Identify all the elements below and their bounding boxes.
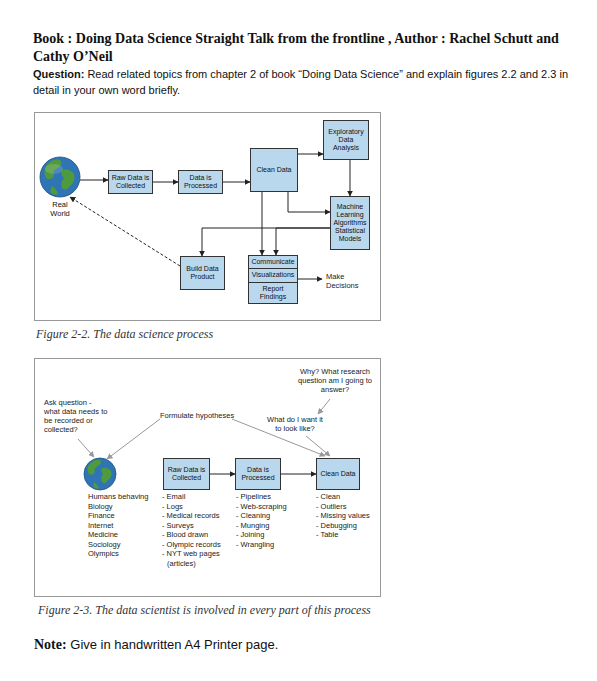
list-item: Medicine	[88, 530, 160, 540]
figure-frame	[35, 359, 381, 597]
list-item: Finance	[88, 511, 160, 521]
process-box: Clean Data	[316, 458, 360, 490]
label-group: - Email- Logs- Medical records- Surveys-…	[162, 492, 232, 568]
question-text: Read related topics from chapter 2 of bo…	[33, 68, 568, 96]
globe-illustration	[40, 157, 80, 197]
question-text: Question:	[33, 68, 84, 80]
list-item: - Joining	[236, 530, 310, 540]
node-label: Data is Processed	[237, 466, 279, 482]
flow-arrow	[262, 192, 263, 255]
flow-arrow	[223, 182, 250, 183]
list-item: - Cleaning	[236, 511, 310, 521]
node-label: Real World	[45, 201, 75, 218]
list-item: - Clean	[316, 492, 378, 502]
list-item: Sociology	[88, 540, 160, 550]
list-item: Olympics	[88, 549, 160, 559]
node-label: Exploratory Data Analysis	[325, 128, 367, 152]
node-label: Raw Data is Collected	[110, 174, 151, 190]
flow-arrow	[202, 228, 330, 256]
list-item: - Munging	[236, 521, 310, 531]
flow-arrow	[70, 197, 180, 266]
process-box: Raw Data is Collected	[108, 170, 153, 194]
node-label: Communicate	[249, 256, 297, 268]
flow-arrow	[288, 192, 330, 212]
list-item: - Logs	[162, 502, 232, 512]
label-group: Note: Give in handwritten A4 Printer pag…	[34, 636, 594, 654]
note-text: Give in handwritten A4 Printer page.	[70, 637, 278, 652]
label-group: What do I want it to look like?	[264, 415, 326, 433]
list-item: - Blood drawn	[162, 530, 232, 540]
list-item: - Surveys	[162, 521, 232, 531]
note-text: Note:	[34, 637, 67, 652]
list-item: - Missing values	[316, 511, 378, 521]
label-group: - Clean- Outliers- Missing values- Debug…	[316, 492, 378, 540]
node-label: Clean Data	[256, 166, 291, 174]
node-label: Raw Data is Collected	[165, 466, 208, 482]
node-label: Machine Learning Algorithms Statistical …	[332, 203, 368, 243]
leader-lines	[78, 399, 330, 459]
list-item: - Web-scraping	[236, 502, 310, 512]
figure-caption: Figure 2-2. The data science process	[36, 327, 536, 343]
label-group: Humans behavingBiologyFinanceInternetMed…	[88, 492, 160, 559]
figure-frame	[35, 113, 381, 321]
node-label: Visualizations	[249, 268, 297, 281]
list-item: - NYT web pages (articles)	[162, 549, 232, 568]
list-item: - Outliers	[316, 502, 378, 512]
process-box: Machine Learning Algorithms Statistical …	[330, 196, 370, 250]
flow-arrow	[281, 474, 316, 475]
node-label: Data is Processed	[180, 174, 221, 190]
callout-note: What do I want it to look like?	[264, 415, 326, 433]
list-item: - Debugging	[316, 521, 378, 531]
process-box: Build Data Product	[180, 256, 225, 290]
list-item: - Olympic records	[162, 540, 232, 550]
callout-note: Formulate hypotheses	[160, 411, 242, 420]
label-group: Make Decisions	[326, 272, 370, 290]
process-box: Raw Data is Collected	[163, 458, 210, 490]
list-item: - Email	[162, 492, 232, 502]
list-item: Biology	[88, 502, 160, 512]
process-box: Clean Data	[250, 148, 298, 192]
label-group: Figure 2-3. The data scientist is involv…	[38, 603, 558, 619]
flow-arrow	[153, 182, 178, 183]
node-label: Clean Data	[320, 470, 355, 478]
list-item: - Wrangling	[236, 540, 310, 550]
flow-arrow	[210, 474, 235, 475]
process-box: Data is Processed	[235, 458, 281, 490]
figure-caption: Figure 2-3. The data scientist is involv…	[38, 603, 558, 619]
list-item: - Medical records	[162, 511, 232, 521]
callout-note: Ask question - what data needs to be rec…	[44, 398, 108, 434]
globe-illustration	[84, 458, 116, 490]
list-item: Internet	[88, 521, 160, 531]
decision-arrow	[298, 279, 322, 280]
node-label: Build Data Product	[182, 265, 223, 281]
label-group: - Pipelines- Web-scraping- Cleaning- Mun…	[236, 492, 310, 549]
label-group: Question: Read related topics from chapt…	[33, 67, 595, 99]
stacked-box: CommunicateVisualizationsReport Findings	[248, 255, 298, 304]
process-box: Data is Processed	[178, 170, 223, 194]
list-item: Humans behaving	[88, 492, 160, 502]
node-label: Report Findings	[249, 282, 297, 303]
label-group: Why? What research question am I going t…	[296, 367, 374, 394]
callout-note: Why? What research question am I going t…	[296, 367, 374, 394]
process-box: Exploratory Data Analysis	[323, 120, 369, 160]
flow-arrow	[276, 228, 330, 255]
connector-layer	[70, 154, 350, 474]
flow-arrow	[80, 180, 108, 181]
list-item: - Table	[316, 530, 378, 540]
document-heading: Book : Doing Data Science Straight Talk …	[33, 30, 581, 66]
real-world-node: Real World	[40, 157, 80, 197]
list-item: - Pipelines	[236, 492, 310, 502]
flow-arrow	[298, 154, 323, 155]
flow-arrow	[350, 160, 351, 196]
output-label: Make Decisions	[326, 272, 370, 290]
label-group: Formulate hypotheses	[160, 411, 242, 420]
label-group: Ask question - what data needs to be rec…	[44, 398, 108, 434]
